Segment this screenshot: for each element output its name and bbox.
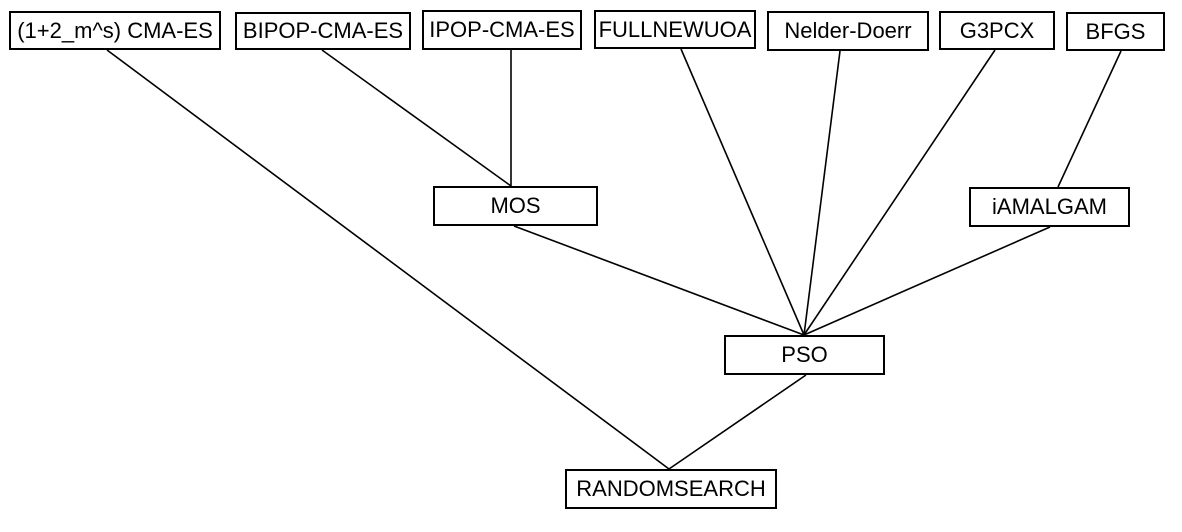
edge-bfgs-to-iamalgam [1057, 50, 1122, 188]
node-bipop-cma-es: BIPOP-CMA-ES [235, 12, 411, 50]
edge-pso-to-randomsearch [668, 374, 807, 470]
node-ipop-cma-es: IPOP-CMA-ES [422, 10, 582, 50]
node-randomsearch: RANDOMSEARCH [565, 469, 777, 509]
edge-g3pcx-to-pso [803, 49, 996, 336]
edge-bipop-to-mos [321, 49, 512, 187]
node-fullnewuoa: FULLNEWUOA [594, 10, 756, 49]
node-bfgs: BFGS [1066, 12, 1165, 51]
edge-fullnewuoa-to-pso [680, 48, 805, 336]
node-mos: MOS [433, 186, 598, 226]
edge-cmaes-to-randomsearch [106, 49, 670, 470]
node-g3pcx: G3PCX [939, 11, 1055, 50]
node-nelder-doerr: Nelder-Doerr [767, 11, 929, 51]
edge-iamalgam-to-pso [803, 226, 1051, 336]
edge-neldermead-to-pso [803, 50, 841, 336]
edge-mos-to-pso [513, 225, 805, 336]
node-cmaes: (1+2_m^s) CMA-ES [9, 11, 221, 50]
node-iamalgam: iAMALGAM [969, 187, 1130, 227]
node-pso: PSO [724, 335, 885, 375]
